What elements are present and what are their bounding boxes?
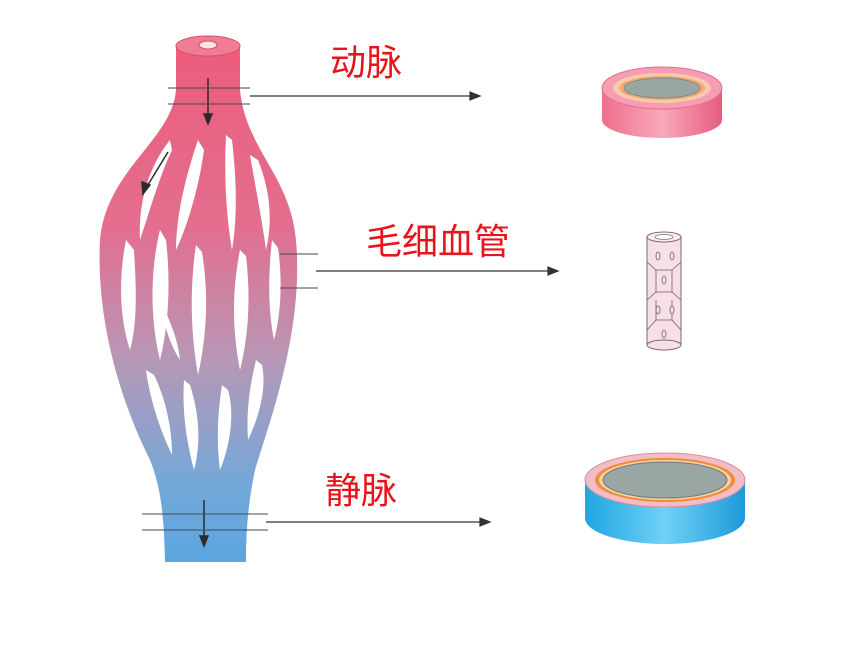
capillary-tube <box>646 231 682 351</box>
vessel-network <box>99 35 318 562</box>
pointer-arrows <box>250 91 560 527</box>
capillary-label: 毛细血管 <box>366 222 511 263</box>
artery-lumen <box>198 40 218 50</box>
artery-label: 动脉 <box>330 43 403 84</box>
vessel-gaps <box>121 135 281 470</box>
flow-arrows <box>141 78 214 549</box>
vein-cross-section <box>584 452 746 544</box>
vein-label: 静脉 <box>325 471 398 512</box>
artery-cross-section <box>601 66 723 138</box>
section-markers <box>142 87 318 531</box>
